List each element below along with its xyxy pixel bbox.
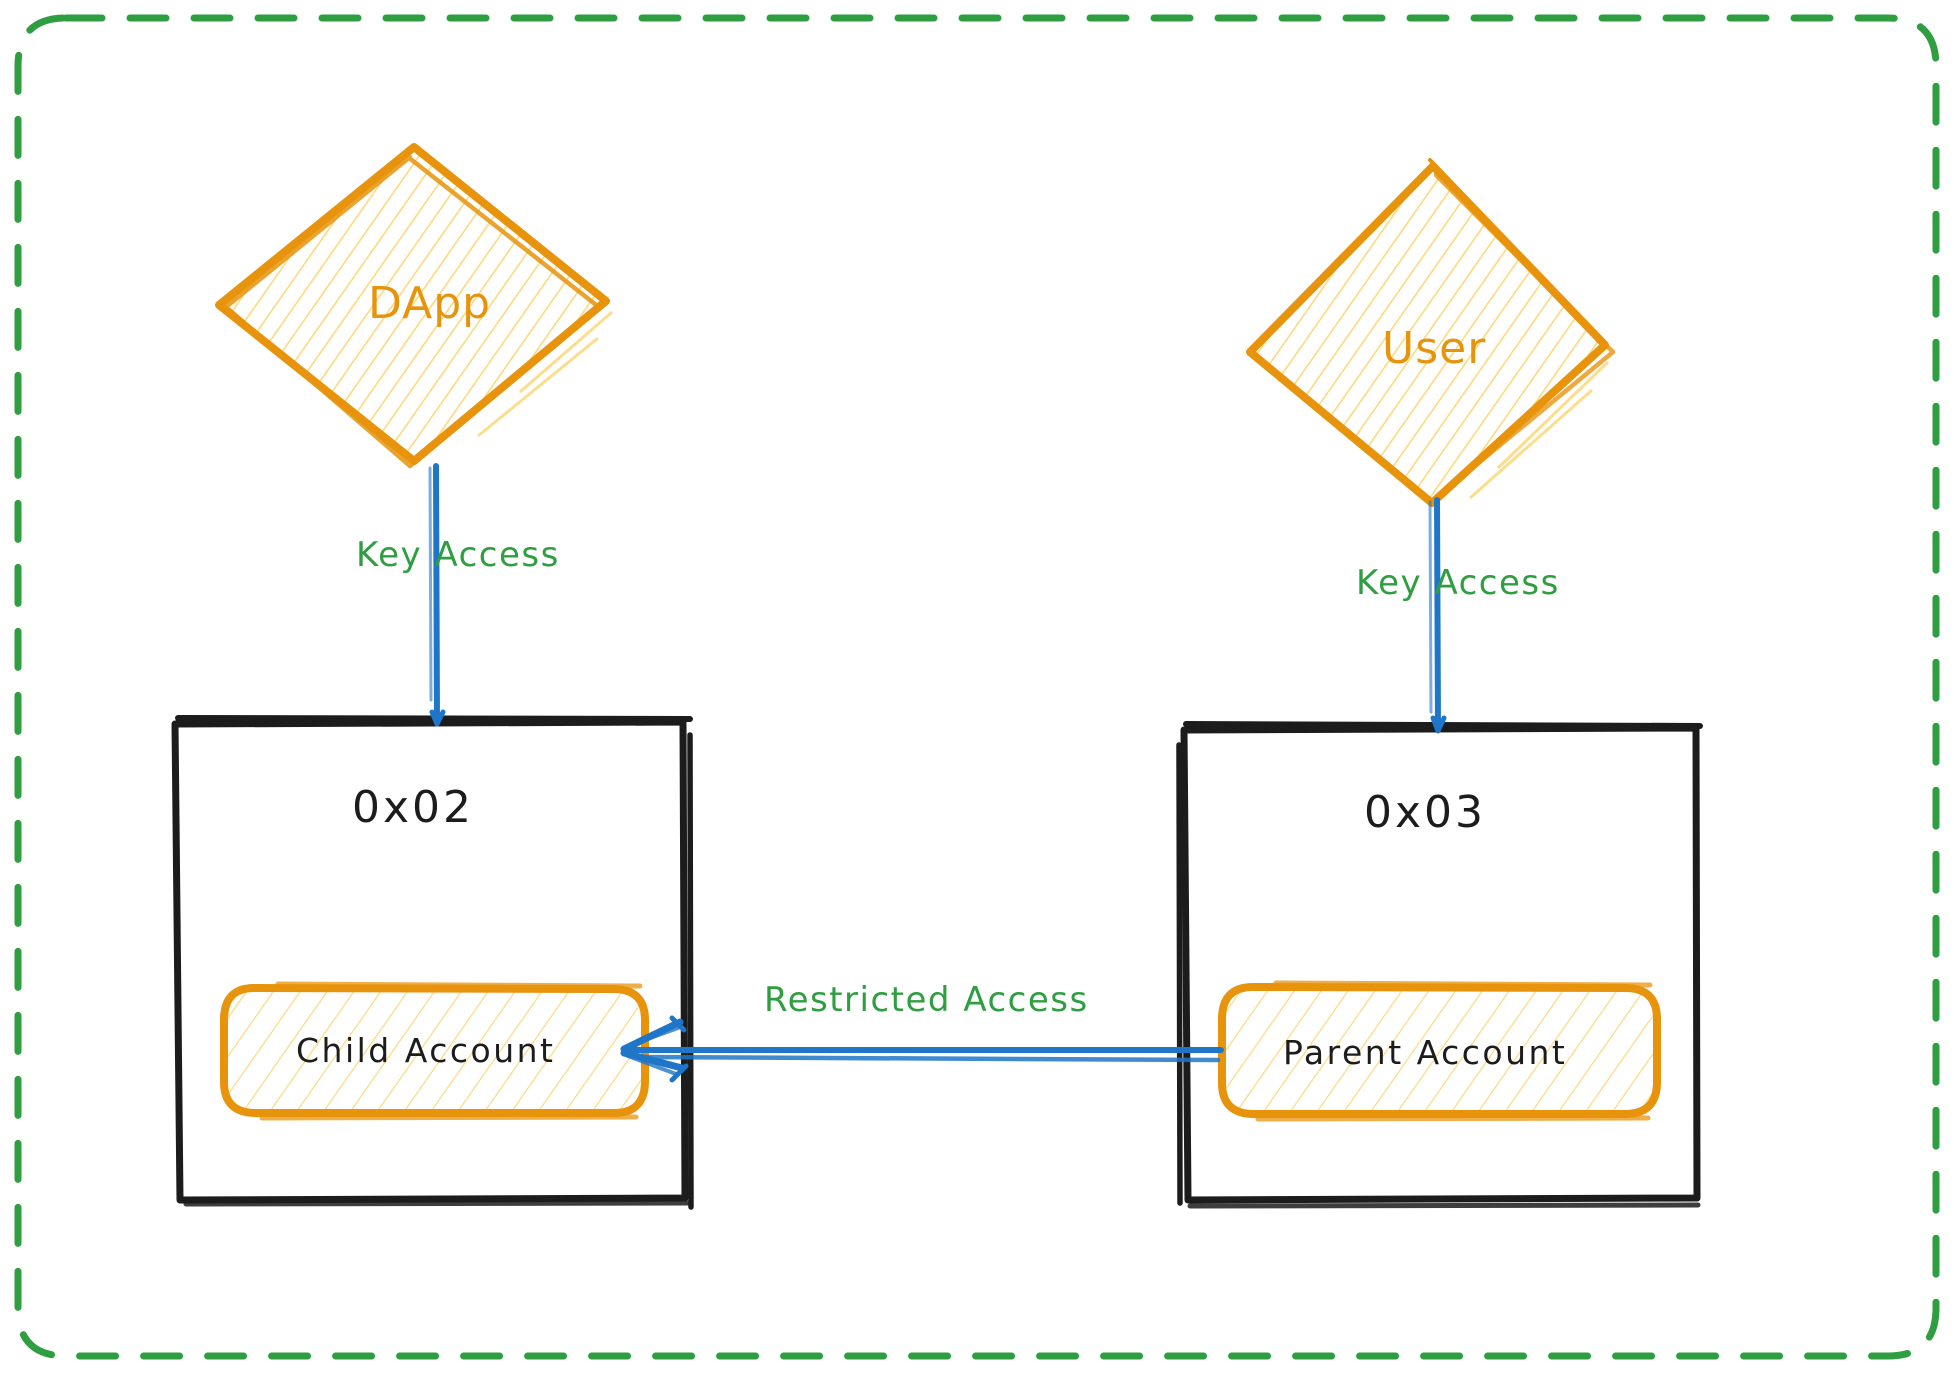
parent-account-node[interactable]	[1218, 980, 1661, 1122]
edge-user-to-parent	[1428, 497, 1447, 734]
edge-parent-to-child	[620, 1015, 1224, 1083]
account-0x03-box[interactable]	[1176, 721, 1703, 1209]
child-account-node[interactable]	[220, 981, 649, 1121]
edge-dapp-to-child	[428, 463, 446, 727]
outer-boundary	[14, 14, 1940, 1360]
account-0x02-box[interactable]	[171, 715, 694, 1210]
user-node[interactable]	[1246, 158, 1616, 507]
dapp-node[interactable]	[215, 143, 613, 469]
